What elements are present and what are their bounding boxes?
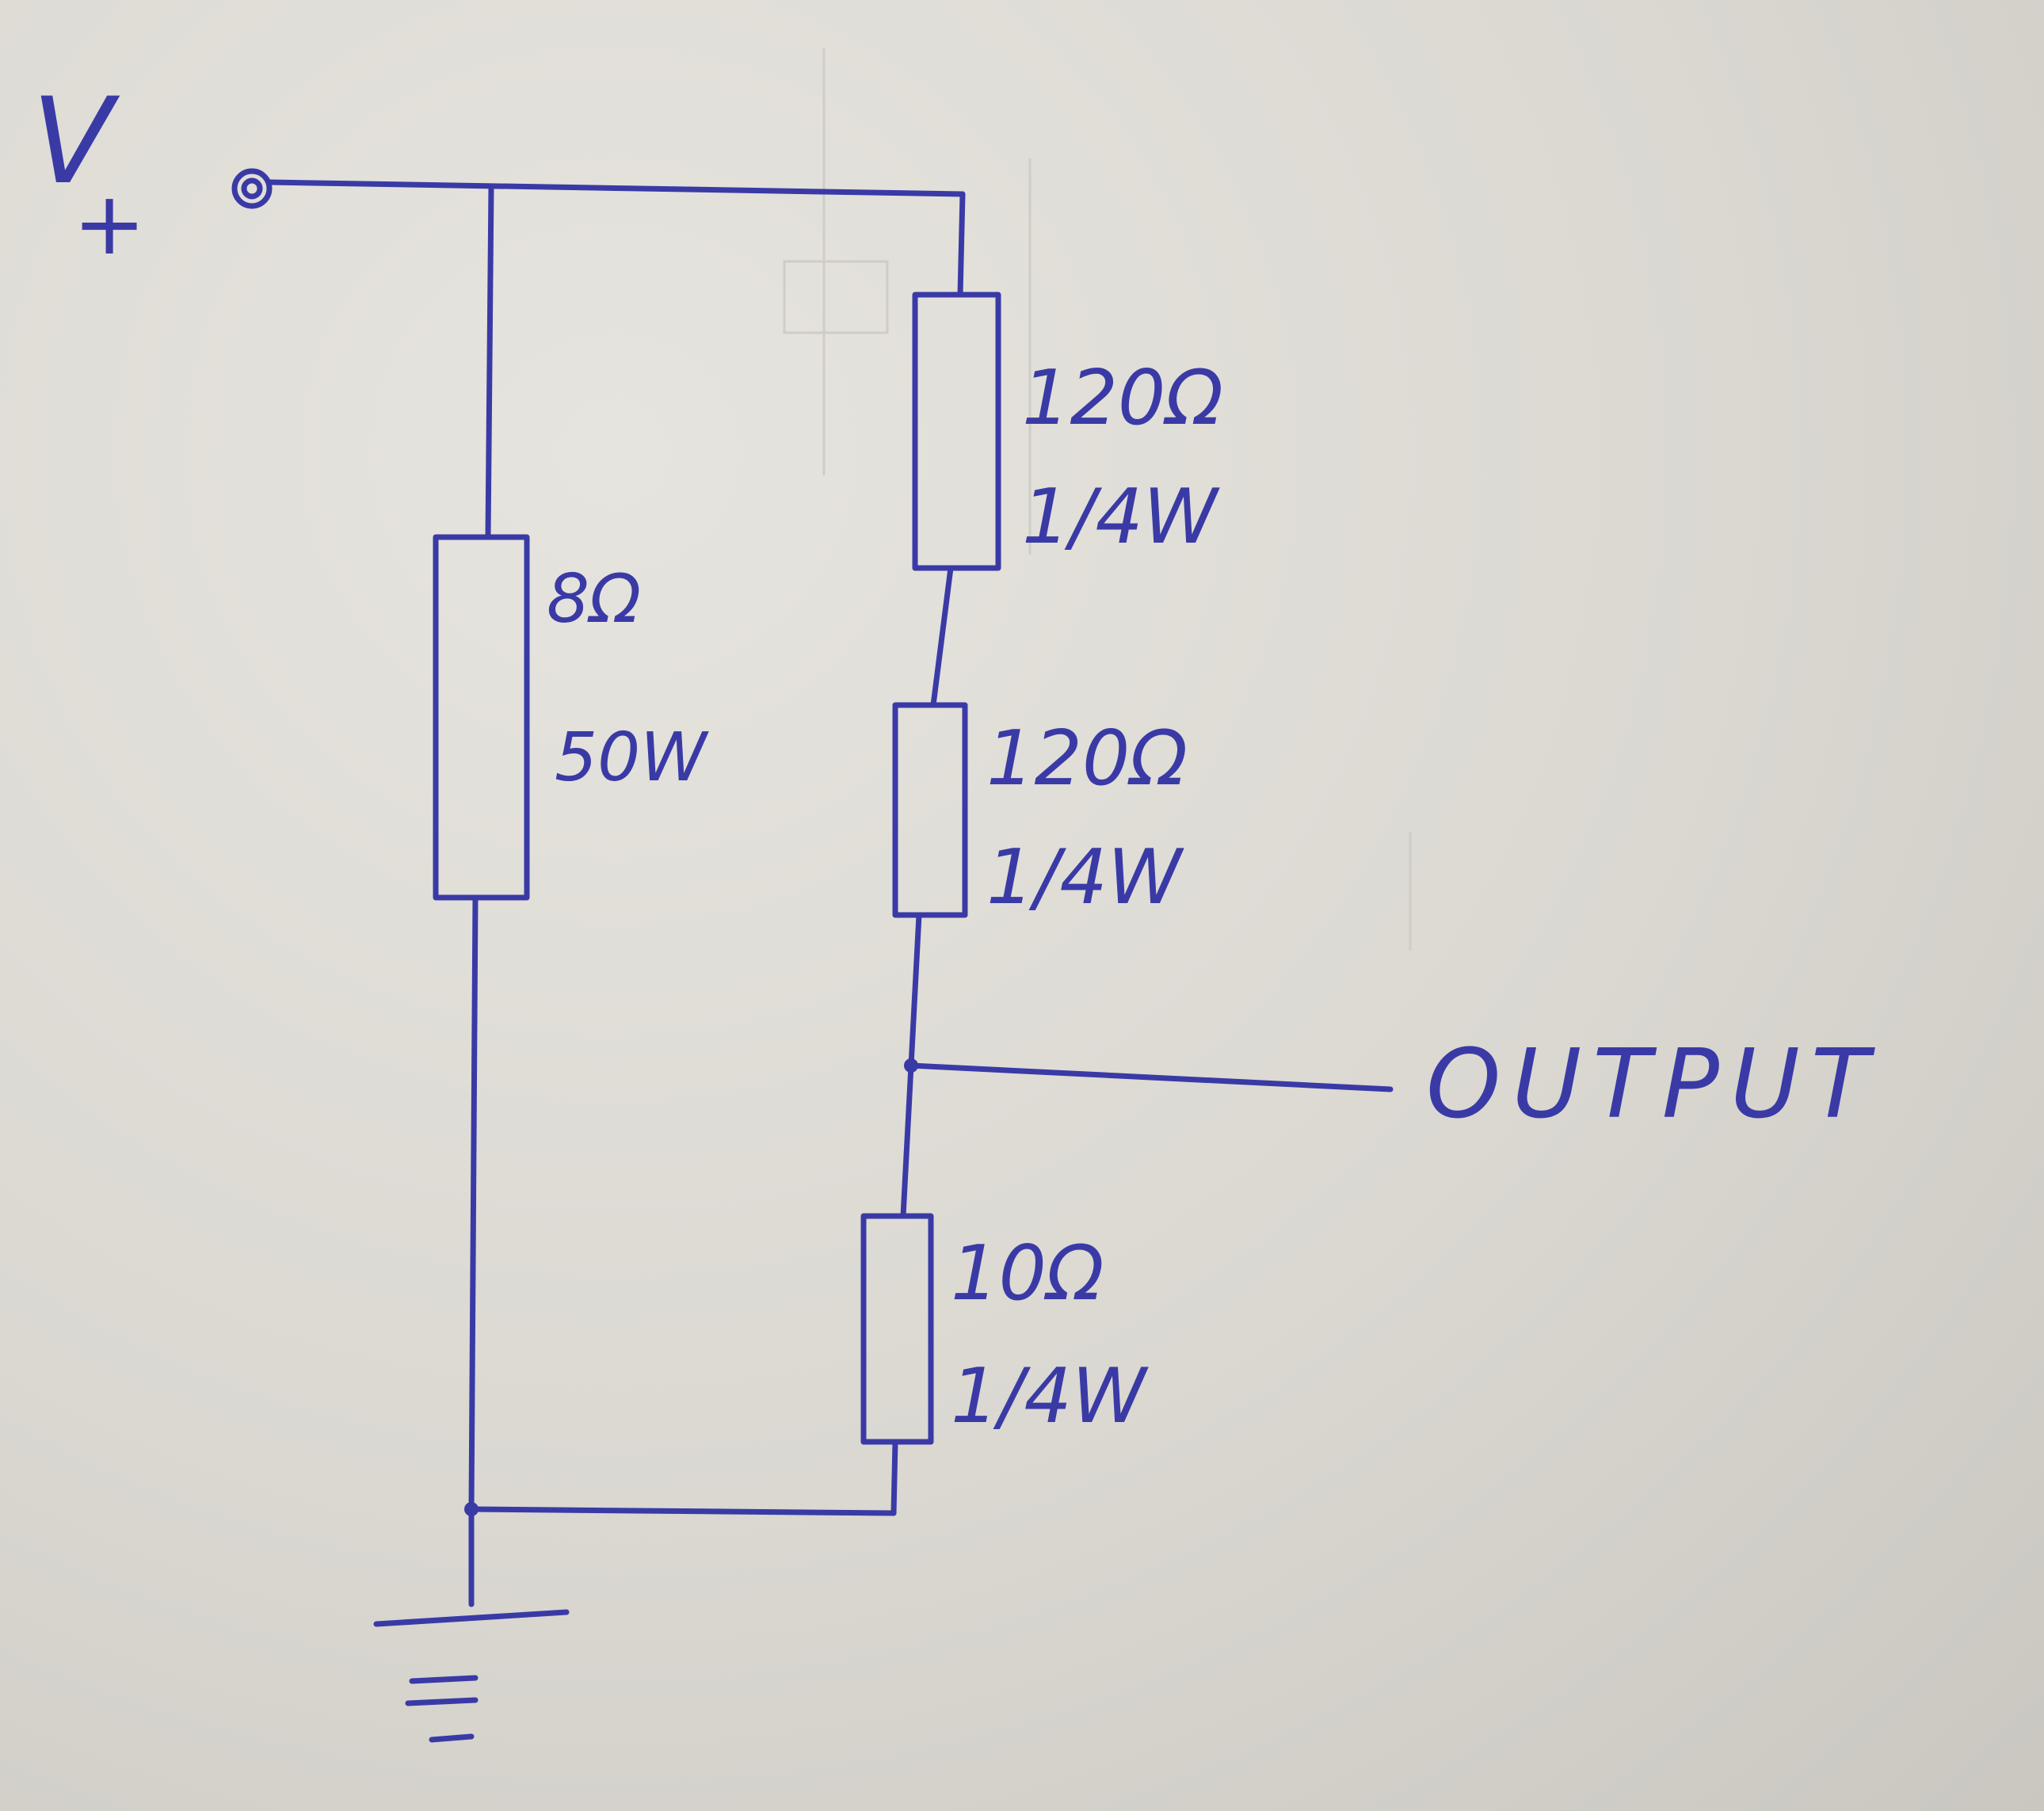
right-branch-top-wire bbox=[957, 191, 966, 298]
supply-positive-sign: + bbox=[73, 173, 146, 274]
resistor-bottom-value: 10Ω bbox=[951, 1230, 1104, 1317]
resistor-120ohm-middle bbox=[892, 702, 968, 918]
supply-voltage-label: V bbox=[32, 73, 120, 211]
resistor-top-power: 1/4W bbox=[1022, 474, 1220, 561]
resistor-middle-power: 1/4W bbox=[986, 834, 1184, 921]
wire-output-to-bottom-resistor bbox=[900, 1062, 914, 1219]
load-resistor-8ohm bbox=[433, 534, 530, 901]
resistor-middle-value: 120Ω bbox=[986, 715, 1188, 803]
ground-icon bbox=[373, 1609, 570, 1743]
resistor-bottom-power: 1/4W bbox=[951, 1353, 1149, 1440]
load-resistor-power: 50W bbox=[555, 719, 709, 797]
left-branch-bottom-wire bbox=[468, 894, 479, 1512]
return-rail-wire bbox=[468, 1506, 897, 1516]
left-branch-top-wire bbox=[485, 183, 494, 540]
wire-between-top-resistors bbox=[930, 565, 954, 708]
resistor-10ohm-bottom bbox=[860, 1213, 934, 1445]
wire-bottom-resistor-to-return bbox=[890, 1439, 898, 1516]
output-label: OUTPUT bbox=[1426, 1030, 1880, 1140]
resistor-120ohm-top bbox=[912, 292, 1001, 571]
resistor-top-value: 120Ω bbox=[1022, 355, 1223, 442]
output-wire bbox=[908, 1062, 1394, 1092]
supply-terminal-icon bbox=[231, 168, 273, 209]
load-resistor-value: 8Ω bbox=[547, 560, 641, 639]
wire-middle-to-output-node bbox=[908, 912, 922, 1069]
supply-rail-wire bbox=[266, 179, 966, 197]
paper-texture bbox=[783, 48, 1412, 951]
